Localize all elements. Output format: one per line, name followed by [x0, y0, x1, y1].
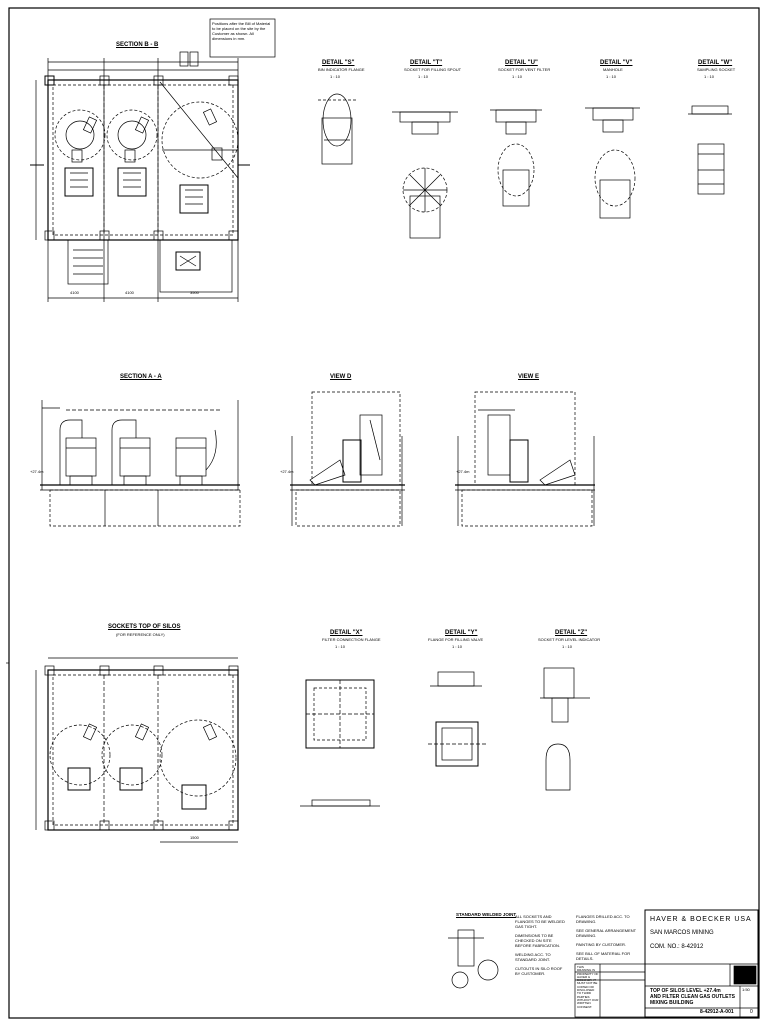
note-6: SEE GENERAL ARRANGEMENT DRAWING. — [576, 928, 637, 938]
note-3: WELDING ACC. TO STANDARD JOINT. — [515, 952, 551, 962]
tb-disclaimer: THIS DRAWING IS PROPERTY OF HAVER & BOEC… — [577, 965, 599, 1009]
note-box — [209, 18, 276, 58]
level-label-d: +27.4m — [280, 469, 294, 474]
tb-comm: COM. NO.: 8-42912 — [650, 944, 704, 950]
detail-v-title: DETAIL "V" — [600, 60, 633, 66]
section-a-title: SECTION A - A — [120, 374, 162, 380]
detail-u-sub: SOCKET FOR VENT FILTER — [498, 67, 551, 72]
detail-u-scale: 1 : 10 — [512, 74, 523, 79]
detail-x-sub: FILTER CONNECTION FLANGE — [322, 637, 381, 642]
detail-y-scale: 1 : 10 — [452, 644, 463, 649]
detail-y-sub: FLANGE FOR FILLING VALVE — [428, 637, 484, 642]
detail-z-sub: SOCKET FOR LEVEL INDICATOR — [538, 637, 601, 642]
detail-w-title: DETAIL "W" — [698, 60, 733, 66]
detail-x-title: DETAIL "X" — [330, 630, 363, 636]
view-e — [455, 391, 595, 527]
level-label-e: +27.4m — [456, 469, 470, 474]
tb-title-1: TOP OF SILOS LEVEL +27.4m — [650, 988, 721, 994]
detail-z-scale: 1 : 10 — [562, 644, 573, 649]
tb-drawing-no: 8-42912-A-001 — [700, 1009, 734, 1015]
detail-s-sub: BIN INDICATOR FLANGE — [318, 67, 365, 72]
detail-u-title: DETAIL "U" — [505, 60, 538, 66]
notes-col-2: FLANGES DRILLED ACC. TO DRAWING. SEE GEN… — [576, 914, 638, 961]
detail-z-title: DETAIL "Z" — [555, 630, 588, 636]
tb-title-3: MIXING BUILDING — [650, 1000, 694, 1006]
section-b-plan — [30, 51, 250, 302]
section-a-elevation — [40, 400, 241, 527]
tb-company: HAVER & BOECKER USA — [650, 916, 752, 923]
tb-client: SAN MARCOS MINING — [650, 930, 714, 936]
sockets-sub: (FOR REFERENCE ONLY) — [116, 632, 165, 637]
notes-col-1: ALL SOCKETS AND FLANGES TO BE WELDED GAS… — [515, 914, 567, 976]
detail-v-sub: MANHOLE — [603, 67, 623, 72]
detail-w-scale: 1 : 10 — [704, 74, 715, 79]
sockets-plan — [35, 657, 239, 843]
note-4: CUTOUTS IN SILO ROOF BY CUSTOMER. — [515, 966, 563, 976]
note-text: Positions after the Bill of Material to … — [212, 21, 271, 41]
detail-x-scale: 1 : 10 — [335, 644, 346, 649]
standard-joint-title: STANDARD WELDED JOINT — [456, 912, 517, 917]
note-1: ALL SOCKETS AND FLANGES TO BE WELDED GAS… — [515, 914, 565, 929]
dim-3: 3500 — [190, 290, 199, 295]
sheet-border — [8, 7, 760, 1019]
details-row-top — [318, 93, 732, 239]
detail-s-title: DETAIL "S" — [322, 60, 355, 66]
dim-2: 4100 — [125, 290, 134, 295]
level-label-a: +27.4m — [30, 469, 44, 474]
view-d — [290, 391, 405, 527]
view-d-title: VIEW D — [330, 374, 352, 380]
detail-v-scale: 1 : 10 — [606, 74, 617, 79]
dim-4: 1500 — [190, 835, 199, 840]
note-8: SEE BILL OF MATERIAL FOR DETAILS. — [576, 951, 631, 961]
detail-t-title: DETAIL "T" — [410, 60, 443, 66]
title-block — [574, 909, 759, 1018]
section-b-title: SECTION B - B — [116, 42, 159, 48]
detail-t-scale: 1 : 10 — [418, 74, 429, 79]
note-7: PAINTING BY CUSTOMER. — [576, 942, 627, 947]
details-row-bottom — [300, 667, 590, 807]
standard-joint — [448, 929, 499, 989]
detail-t-sub: SOCKET FOR FILLING SPOUT — [404, 67, 462, 72]
detail-s-scale: 1 : 10 — [330, 74, 341, 79]
view-e-title: VIEW E — [518, 374, 540, 380]
tb-scale: 1:50 — [742, 987, 750, 992]
note-5: FLANGES DRILLED ACC. TO DRAWING. — [576, 914, 630, 924]
tb-rev: 0 — [750, 1009, 753, 1015]
detail-w-sub: SAMPLING SOCKET — [697, 67, 736, 72]
tb-title-2: AND FILTER CLEAN GAS OUTLETS — [650, 994, 735, 1000]
dim-1: 4100 — [70, 290, 79, 295]
sockets-title: SOCKETS TOP OF SILOS — [108, 624, 181, 630]
note-2: DIMENSIONS TO BE CHECKED ON SITE BEFORE … — [515, 933, 561, 948]
detail-y-title: DETAIL "Y" — [445, 630, 478, 636]
